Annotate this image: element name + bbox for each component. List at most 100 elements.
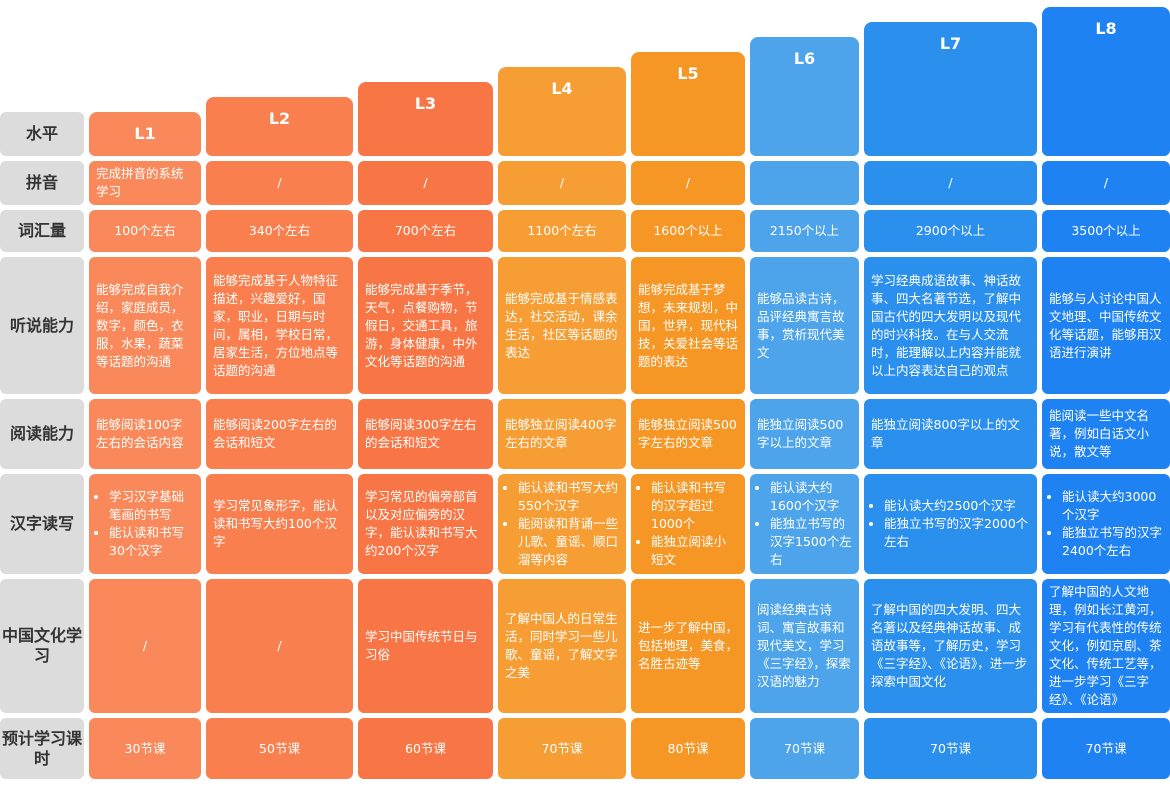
vocab-text: 100个左右 [114,223,176,238]
hours-text: 50节课 [259,740,300,756]
cell-listen-l8: 能够与人讨论中国人文地理、中国传统文化等话题，能够用汉语进行演讲 [1042,257,1170,394]
cell-hours-l5: 80节课 [631,718,745,779]
cell-hanzi-l4: 能认读和书写大约550个汉字能阅读和背诵一些儿歌、童谣、顺口溜等内容 [498,474,626,574]
cell-hours-l1: 30节课 [89,718,201,779]
pinyin-text: / [423,175,428,190]
level-header-l1: L1 [89,112,201,156]
row-header-read: 阅读能力 [0,399,84,469]
cell-culture-l2: / [206,579,353,713]
vocab-text: 1600个以上 [653,223,723,238]
level-header-l4: L4 [498,67,626,156]
pinyin-text: / [277,175,282,190]
pinyin-text: 完成拼音的系统学习 [96,166,184,199]
read-text: 能独立阅读500字以上的文章 [757,417,844,450]
culture-text: 了解中国人的日常生活，同时学习一些儿歌、童谣，了解文字之美 [505,611,618,680]
cell-hanzi-l6: 能认读大约1600个汉字能独立书写的汉字1500个左右 [750,474,859,574]
cell-vocab-l8: 3500个以上 [1042,210,1170,252]
cell-listen-l2: 能够完成基于人物特征描述，兴趣爱好，国家，职业，日期与时间，属相，学校日常，居家… [206,257,353,394]
cell-culture-l4: 了解中国人的日常生活，同时学习一些儿歌、童谣，了解文字之美 [498,579,626,713]
listen-text: 能够完成自我介绍，家庭成员，数字，颜色，衣服，水果，蔬菜等话题的沟通 [96,281,184,369]
pinyin-text: / [1103,175,1109,190]
hanzi-list: 能认读和书写的汉字超过1000个能独立阅读小短文 [638,479,738,569]
listen-text: 能够完成基于季节，天气，点餐购物，节假日，交通工具，旅游，身体健康，中外文化等话… [365,281,478,369]
row-header-hanzi: 汉字读写 [0,474,84,574]
cell-vocab-l1: 100个左右 [89,210,201,252]
hanzi-list-item: 能认读大约3000个汉字 [1062,488,1163,524]
culture-text: 了解中国的四大发明、四大名著以及经典神话故事、成语故事等，了解历史，学习《三字经… [871,602,1028,689]
hanzi-list: 能认读和书写大约550个汉字能阅读和背诵一些儿歌、童谣、顺口溜等内容 [505,479,619,569]
hours-text: 60节课 [405,740,446,756]
level-header-l2: L2 [206,97,353,156]
read-text: 能够独立阅读500字左右的文章 [638,417,737,450]
cell-read-l4: 能够独立阅读400字左右的文章 [498,399,626,469]
level-header-l7: L7 [864,22,1037,156]
pinyin-text: / [948,175,953,190]
hanzi-list: 能认读大约1600个汉字能独立书写的汉字1500个左右 [757,479,852,569]
listen-text: 能够完成基于梦想，未来规划，中国，世界，现代科技，关爱社会等话题的表达 [638,281,739,369]
cell-read-l3: 能够阅读300字左右的会话和短文 [358,399,493,469]
cell-read-l8: 能阅读一些中文名著，例如白话文小说，散文等 [1042,399,1170,469]
cell-hours-l2: 50节课 [206,718,353,779]
hanzi-list-item: 能独立书写的汉字2400个左右 [1062,524,1163,560]
hanzi-list: 能认读大约2500个汉字能独立书写的汉字2000个左右 [871,497,1030,551]
culture-text: 阅读经典古诗词、寓言故事和现代美文，学习《三字经》，探索汉语的魅力 [757,602,851,689]
listen-text: 能够与人讨论中国人文地理、中国传统文化等话题，能够用汉语进行演讲 [1049,290,1162,360]
cell-listen-l6: 能够品读古诗，品评经典寓言故事，赏析现代美文 [750,257,859,394]
cell-hanzi-l7: 能认读大约2500个汉字能独立书写的汉字2000个左右 [864,474,1037,574]
hours-text: 70节课 [541,740,583,756]
culture-text: / [142,638,148,653]
read-text: 能够阅读300字左右的会话和短文 [365,417,477,450]
hanzi-list-item: 能认读和书写的汉字超过1000个 [651,479,738,533]
cell-hanzi-l3: 学习常见的偏旁部首以及对应偏旁的汉字，能认读和书写大约200个汉字 [358,474,493,574]
hours-text: 70节课 [930,740,971,756]
hanzi-list-item: 能认读大约1600个汉字 [770,479,852,515]
cell-pinyin-l8: / [1042,161,1170,205]
cell-vocab-l7: 2900个以上 [864,210,1037,252]
cell-vocab-l4: 1100个左右 [498,210,626,252]
cell-hours-l6: 70节课 [750,718,859,779]
cell-read-l6: 能独立阅读500字以上的文章 [750,399,859,469]
cell-pinyin-l3: / [358,161,493,205]
cell-listen-l4: 能够完成基于情感表达，社交活动，课余生活，社区等话题的表达 [498,257,626,394]
row-header-pinyin: 拼音 [0,161,84,205]
row-header-culture: 中国文化学习 [0,579,84,713]
row-header-level: 水平 [0,112,84,156]
cell-hanzi-l2: 学习常见象形字，能认读和书写大约100个汉字 [206,474,353,574]
hanzi-list-item: 能独立书写的汉字1500个左右 [770,515,852,569]
culture-text: 进一步了解中国，包括地理，美食，名胜古迹等 [638,620,739,671]
cell-hours-l7: 70节课 [864,718,1037,779]
listen-text: 学习经典成语故事、神话故事、四大名著节选，了解中国古代的四大发明以及现代的时兴科… [871,272,1022,378]
culture-text: / [277,638,282,653]
cell-read-l2: 能够阅读200字左右的会话和短文 [206,399,353,469]
hours-text: 70节课 [784,740,825,756]
cell-pinyin-l6 [750,161,859,205]
cell-hours-l4: 70节课 [498,718,626,779]
listen-text: 能够品读古诗，品评经典寓言故事，赏析现代美文 [757,290,845,360]
cell-listen-l1: 能够完成自我介绍，家庭成员，数字，颜色，衣服，水果，蔬菜等话题的沟通 [89,257,201,394]
cell-culture-l1: / [89,579,201,713]
vocab-text: 340个左右 [248,223,311,238]
cell-listen-l7: 学习经典成语故事、神话故事、四大名著节选，了解中国古代的四大发明以及现代的时兴科… [864,257,1037,394]
cell-hanzi-l1: 学习汉字基础笔画的书写能认读和书写30个汉字 [89,474,201,574]
hanzi-text: 学习常见的偏旁部首以及对应偏旁的汉字，能认读和书写大约200个汉字 [365,489,478,558]
hanzi-list: 能认读大约3000个汉字能独立书写的汉字2400个左右 [1049,488,1163,560]
vocab-text: 2900个以上 [915,223,986,238]
cell-pinyin-l1: 完成拼音的系统学习 [89,161,201,205]
row-header-vocab: 词汇量 [0,210,84,252]
cell-listen-l3: 能够完成基于季节，天气，点餐购物，节假日，交通工具，旅游，身体健康，中外文化等话… [358,257,493,394]
cell-pinyin-l2: / [206,161,353,205]
listen-text: 能够完成基于情感表达，社交活动，课余生活，社区等话题的表达 [505,290,618,360]
listen-text: 能够完成基于人物特征描述，兴趣爱好，国家，职业，日期与时间，属相，学校日常，居家… [213,272,339,378]
hours-text: 80节课 [667,740,709,756]
cell-pinyin-l5: / [631,161,745,205]
row-header-listen: 听说能力 [0,257,84,394]
row-header-hours: 预计学习课时 [0,718,84,779]
cell-read-l5: 能够独立阅读500字左右的文章 [631,399,745,469]
hanzi-list-item: 能认读和书写大约550个汉字 [518,479,619,515]
cell-listen-l5: 能够完成基于梦想，未来规划，中国，世界，现代科技，关爱社会等话题的表达 [631,257,745,394]
hanzi-list-item: 能认读和书写30个汉字 [109,524,194,560]
vocab-text: 1100个左右 [527,223,597,238]
hanzi-list-item: 能独立书写的汉字2000个左右 [884,515,1030,551]
level-header-l6: L6 [750,37,859,156]
cell-hours-l3: 60节课 [358,718,493,779]
